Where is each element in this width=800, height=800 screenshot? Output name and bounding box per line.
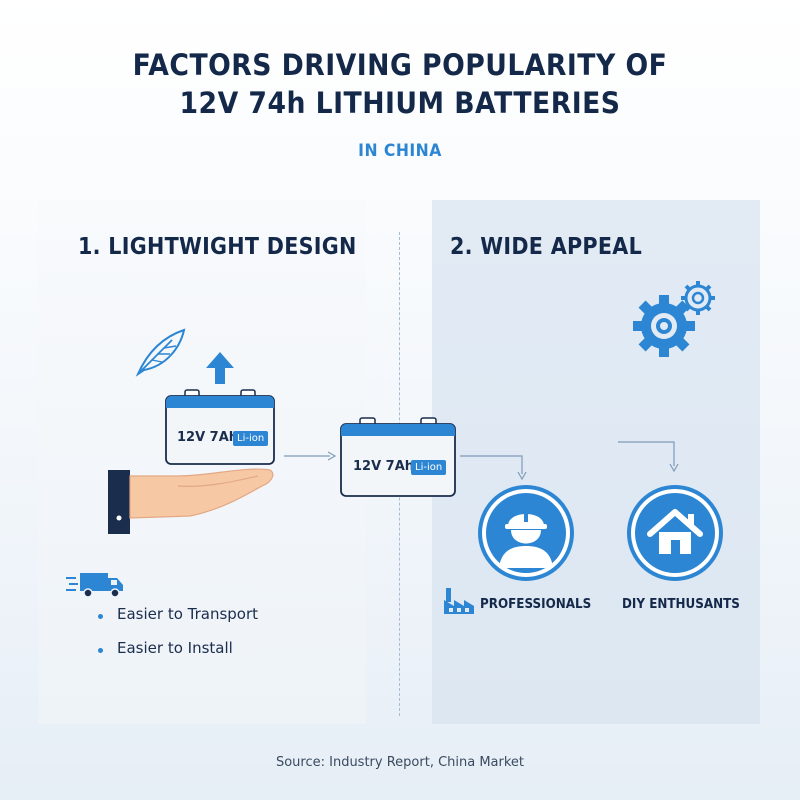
connector-arrow-to-battery (284, 451, 337, 461)
up-arrow-icon (206, 352, 234, 384)
battery-rating-label-lifted: 12V 7Ah (177, 430, 239, 445)
section-heading-lightweight: 1. LIGHTWIGHT DESIGN (78, 234, 357, 260)
battery-icon-central (340, 417, 456, 497)
bullet-dot (98, 614, 103, 619)
audience-label-professionals: PROFESSIONALS (480, 597, 592, 612)
factory-icon (444, 588, 474, 614)
title-line-1: FACTORS DRIVING POPULARITY OF (132, 48, 668, 82)
page-subtitle: IN CHINA (358, 141, 442, 161)
truck-icon (66, 573, 123, 598)
connector-arrow-to-professionals (460, 455, 527, 481)
chemistry-badge-central: Li-ion (411, 460, 447, 475)
battery-rating-label-central: 12V 7Ah (353, 459, 415, 474)
benefit-item-transport: Easier to Transport (117, 605, 259, 623)
page-title: FACTORS DRIVING POPULARITY OF 12V 74h LI… (32, 46, 768, 122)
benefit-item-install: Easier to Install (117, 639, 233, 657)
title-line-2: 12V 74h LITHIUM BATTERIES (179, 86, 621, 120)
worker-icon (478, 485, 574, 581)
house-icon (627, 485, 723, 581)
bullet-dot (98, 648, 103, 653)
battery-icon-lifted (165, 389, 275, 465)
section-heading-wide-appeal: 2. WIDE APPEAL (450, 234, 643, 260)
chemistry-badge-lifted: Li-ion (233, 431, 269, 446)
source-note: Source: Industry Report, China Market (275, 755, 525, 770)
gears-icon (633, 281, 715, 357)
audience-label-diy: DIY ENTHUSANTS (622, 597, 740, 612)
connector-arrow-to-diy (618, 441, 679, 473)
feather-icon (135, 328, 186, 377)
hand-icon (108, 468, 274, 534)
